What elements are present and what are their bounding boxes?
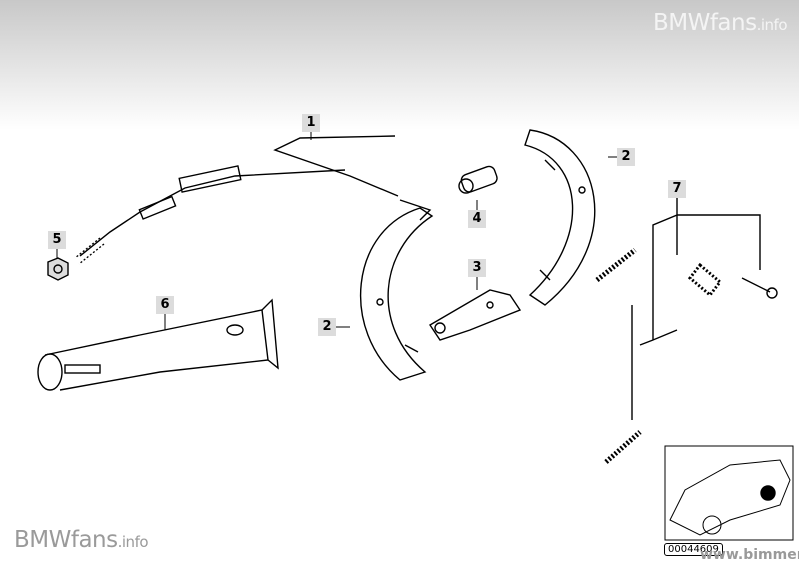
header-gradient (0, 0, 799, 130)
spring-kit[interactable] (595, 198, 778, 464)
watermark-brand: BMWfans (14, 527, 118, 553)
watermark-bottom: BMWfans.info (14, 527, 149, 553)
brake-shoe-left[interactable] (359, 199, 434, 381)
watermark-suffix: .info (117, 533, 149, 551)
watermark-brand: BMWfans (652, 10, 757, 36)
watermark-suffix: .info (756, 16, 788, 34)
callout-2[interactable]: 2 (318, 318, 336, 336)
boot-tube[interactable] (37, 298, 279, 391)
callout-3[interactable]: 3 (468, 259, 486, 277)
vehicle-locator-inset (664, 445, 794, 541)
callout-2[interactable]: 2 (617, 148, 635, 166)
callout-7[interactable]: 7 (668, 180, 686, 198)
watermark-site: www.bimmers.no (700, 547, 799, 563)
callout-4[interactable]: 4 (468, 210, 486, 228)
handbrake-cable[interactable] (74, 135, 399, 265)
watermark-top: BMWfans.info (652, 10, 788, 36)
brake-shoe-right[interactable] (524, 129, 596, 306)
expander-part[interactable] (458, 165, 499, 194)
callout-5[interactable]: 5 (48, 231, 66, 249)
callout-6[interactable]: 6 (156, 296, 174, 314)
nut-icon[interactable] (47, 257, 69, 281)
adjuster-lever[interactable] (429, 289, 522, 341)
diagram-number: 00044609 (664, 543, 723, 556)
callout-1[interactable]: 1 (302, 114, 320, 132)
